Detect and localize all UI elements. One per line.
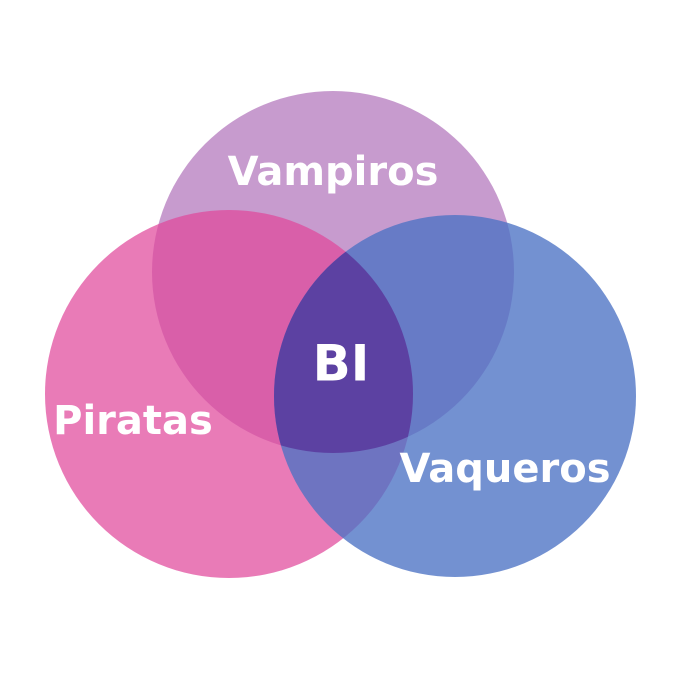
- vampiros-label: Vampiros: [228, 149, 439, 195]
- piratas-label: Piratas: [53, 398, 213, 444]
- bi-label: BI: [313, 335, 370, 393]
- vaqueros-label: Vaqueros: [399, 446, 610, 492]
